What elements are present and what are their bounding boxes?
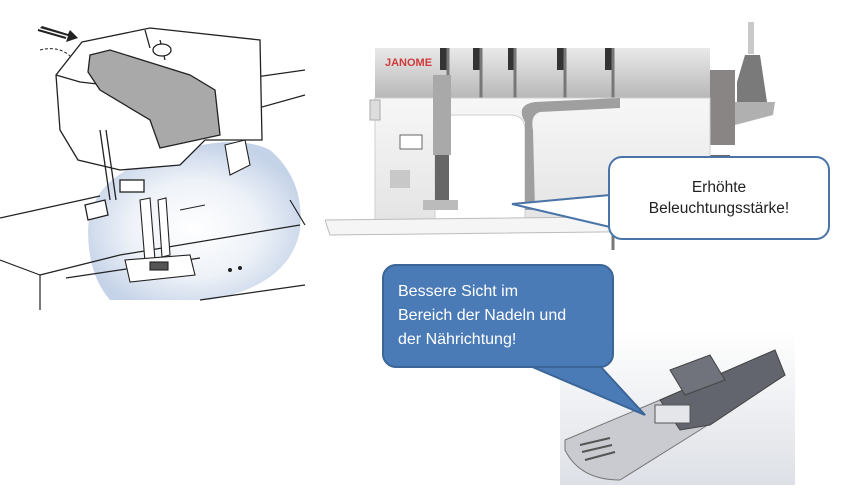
arrow-icon [37, 26, 78, 42]
callout-visibility: Bessere Sicht im Bereich der Nadeln und … [382, 264, 614, 368]
callout-line: Bereich der Nadeln und [398, 307, 567, 324]
callout-tail-blue [529, 365, 646, 416]
callout-line: der Nährichtung! [398, 331, 517, 348]
brand-logo: JANOME [385, 57, 432, 69]
callout-line: Beleuchtungsstärke! [648, 200, 790, 217]
machine-head-illustration [0, 26, 306, 310]
light-cover [87, 49, 221, 149]
callout-tail-white [511, 194, 611, 228]
callout-line: Bessere Sicht im [398, 283, 519, 300]
callout-line: Erhöhte [691, 179, 747, 196]
callout-illumination: Erhöhte Beleuchtungsstärke! [608, 156, 830, 240]
